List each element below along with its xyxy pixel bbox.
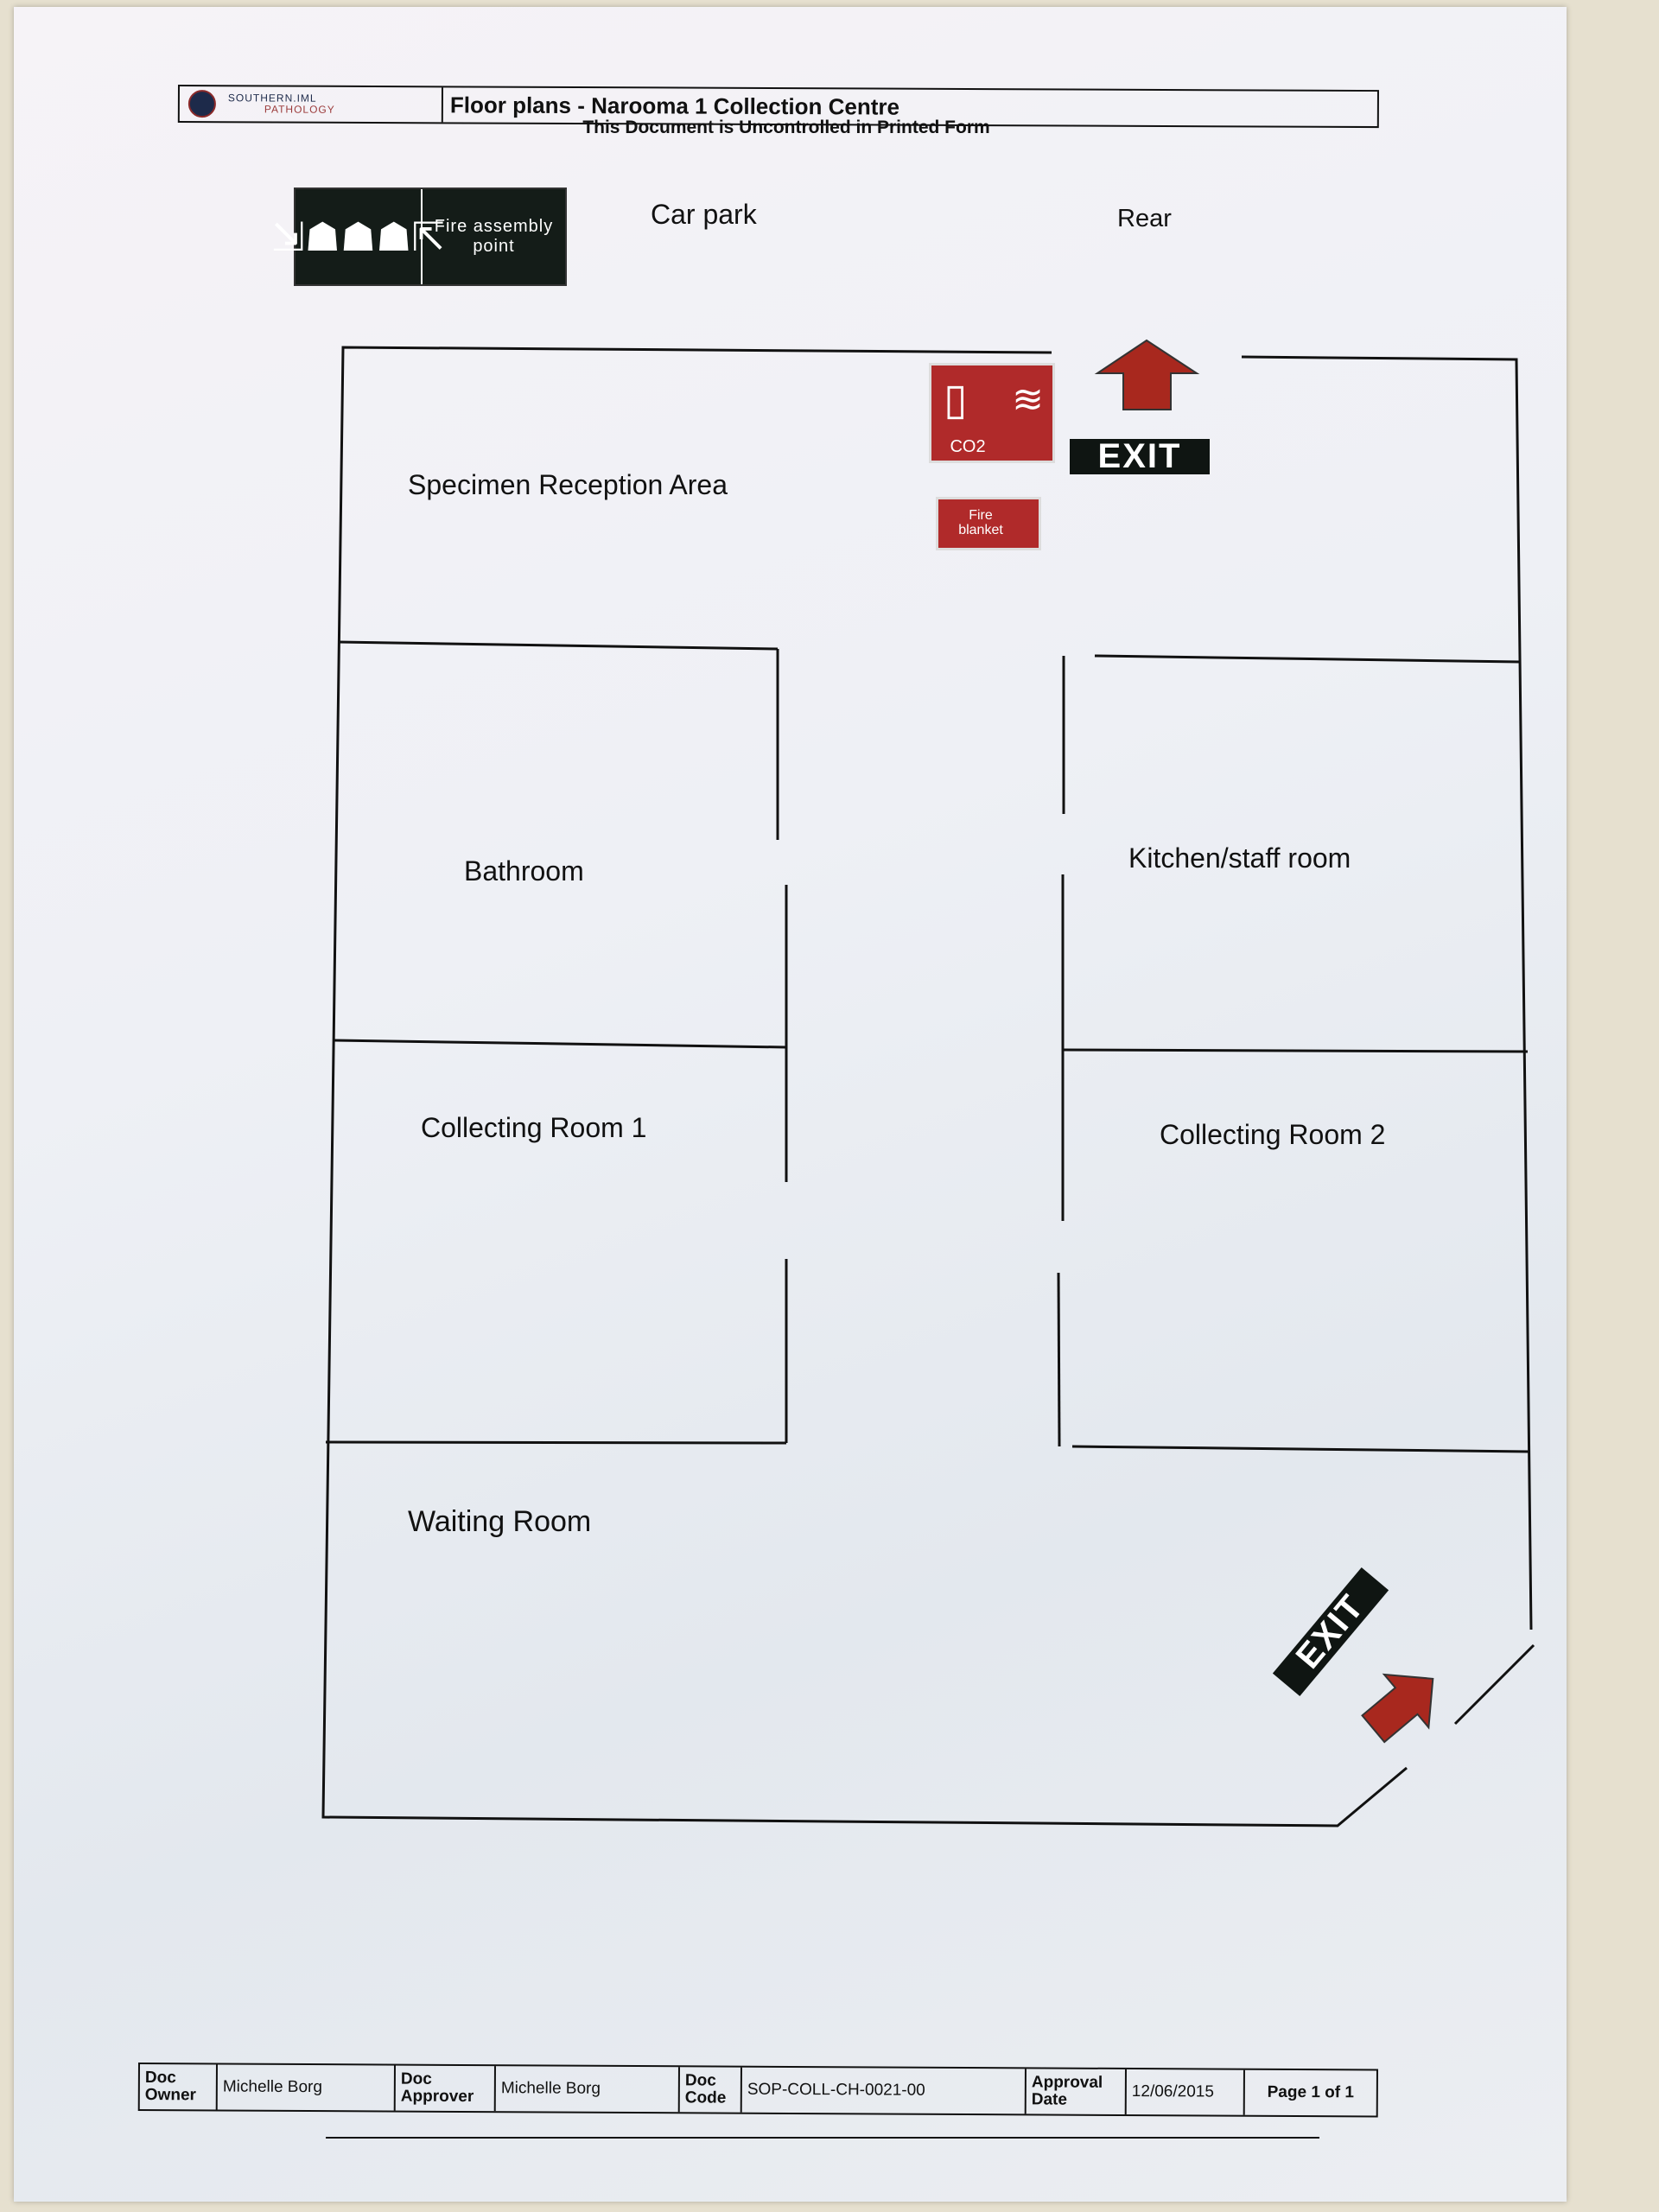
wall	[1094, 654, 1521, 664]
wall	[1057, 1272, 1061, 1447]
assembly-people-icon: ⇲☗☗☗⇱	[271, 189, 445, 284]
approver-value: Michelle Borg	[495, 2066, 680, 2113]
exit-arrow-up-icon	[1094, 339, 1200, 410]
footer-rule	[326, 2137, 1319, 2139]
room-specimen-reception: Specimen Reception Area	[408, 469, 728, 500]
fire-blanket-sign: Fire blanket	[936, 497, 1041, 550]
date-value: 12/06/2015	[1126, 2069, 1245, 2115]
exit-door-line	[1453, 1643, 1535, 1726]
outer-wall-right	[1241, 355, 1533, 1630]
page-number: Page 1 of 1	[1267, 2082, 1355, 2102]
code-value: SOP-COLL-CH-0021-00	[741, 2067, 1027, 2114]
fire-assembly-point-sign: ⇲☗☗☗⇱ Fire assembly point	[271, 188, 567, 286]
approver-label: Doc Approver	[395, 2065, 496, 2112]
owner-value: Michelle Borg	[217, 2064, 396, 2111]
owner-label: Doc Owner	[139, 2064, 218, 2110]
wall	[1071, 1445, 1530, 1453]
wall	[334, 1039, 787, 1049]
co2-extinguisher-sign: ▯ ≋ CO2	[929, 363, 1055, 463]
room-collecting-1: Collecting Room 1	[421, 1112, 647, 1143]
wall	[1063, 1048, 1529, 1053]
uncontrolled-notice: This Document is Uncontrolled in Printed…	[582, 118, 990, 137]
exit-arrow-diagonal-icon	[1361, 1673, 1434, 1744]
rear-label: Rear	[1117, 205, 1172, 232]
date-label: Approval Date	[1026, 2069, 1127, 2114]
room-kitchen: Kitchen/staff room	[1128, 842, 1351, 874]
floor-plan-sheet	[14, 7, 1567, 2202]
exit-sign-top: EXIT	[1070, 439, 1210, 474]
room-bathroom: Bathroom	[464, 855, 584, 887]
extinguisher-icon: ▯	[944, 375, 968, 423]
co2-label: CO2	[950, 437, 986, 456]
code-label: Doc Code	[679, 2067, 742, 2113]
room-collecting-2: Collecting Room 2	[1160, 1119, 1386, 1150]
wall	[338, 640, 779, 651]
flame-icon: ≋	[1012, 378, 1044, 421]
wall	[325, 1440, 787, 1445]
car-park-label: Car park	[651, 199, 757, 230]
assembly-point-label: Fire assembly point	[434, 217, 554, 256]
document-footer: Doc Owner Michelle Borg Doc Approver Mic…	[137, 2063, 1378, 2118]
room-waiting: Waiting Room	[408, 1505, 592, 1538]
outer-wall	[321, 346, 1408, 1827]
fire-blanket-label: Fire blanket	[958, 508, 1003, 537]
